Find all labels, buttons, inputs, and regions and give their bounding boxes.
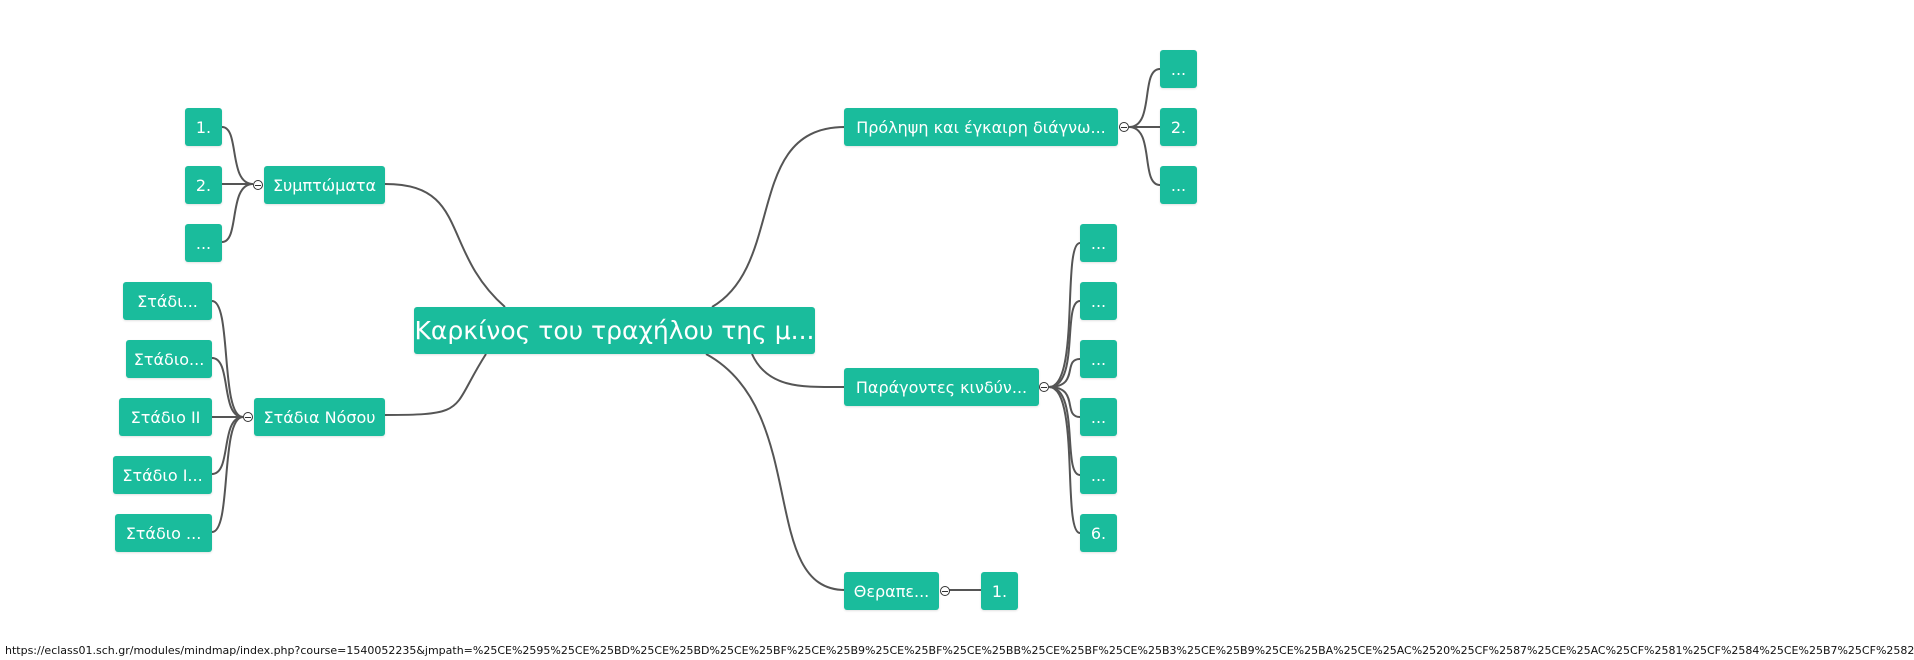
link-risk-1 <box>1048 242 1081 388</box>
branch-prevention-label: Πρόληψη και έγκαιρη διάγνω... <box>856 117 1106 137</box>
risk-child-2-label: ... <box>1090 291 1107 311</box>
stages-child-2[interactable]: Στάδιο... <box>126 340 212 378</box>
branch-therapy[interactable]: Θεραπε... <box>844 572 939 610</box>
branch-therapy-label: Θεραπε... <box>853 581 930 601</box>
branch-stages[interactable]: Στάδια Νόσου <box>254 398 385 436</box>
prevention-child-1[interactable]: ... <box>1160 50 1197 88</box>
link-risk-3 <box>1048 358 1081 388</box>
stages-child-3-label: Στάδιο ΙΙ <box>130 407 201 427</box>
collapse-toggle-symptoms[interactable] <box>253 180 263 190</box>
stages-child-4[interactable]: Στάδιο Ι... <box>113 456 212 494</box>
link-prev-1 <box>1128 68 1161 128</box>
status-bar-url: https://eclass01.sch.gr/modules/mindmap/… <box>0 642 1914 660</box>
risk-child-1-label: ... <box>1090 233 1107 253</box>
symptoms-child-3[interactable]: ... <box>185 224 222 262</box>
risk-child-4[interactable]: ... <box>1080 398 1117 436</box>
branch-symptoms-label: Συμπτώματα <box>272 175 377 195</box>
link-symp-1 <box>221 126 254 185</box>
risk-child-4-label: ... <box>1090 407 1107 427</box>
link-risk-2 <box>1048 300 1081 388</box>
link-risk-6 <box>1048 386 1081 534</box>
risk-child-6-label: 6. <box>1090 523 1107 543</box>
risk-child-3-label: ... <box>1090 349 1107 369</box>
link-root-symptoms <box>384 183 506 308</box>
link-root-prevention <box>711 126 846 308</box>
therapy-child-1[interactable]: 1. <box>981 572 1018 610</box>
prevention-child-2-label: 2. <box>1170 117 1187 137</box>
root-node[interactable]: Καρκίνος του τραχήλου της μ... <box>414 307 815 354</box>
stages-child-1[interactable]: Στάδι... <box>123 282 212 320</box>
branch-risk-factors-label: Παράγοντες κινδύν... <box>855 377 1028 397</box>
symptoms-child-1-label: 1. <box>195 117 212 137</box>
branch-symptoms[interactable]: Συμπτώματα <box>264 166 385 204</box>
stages-child-3[interactable]: Στάδιο ΙΙ <box>119 398 212 436</box>
link-symp-3 <box>221 183 254 243</box>
stages-child-1-label: Στάδι... <box>137 291 198 311</box>
branch-stages-label: Στάδια Νόσου <box>263 407 376 427</box>
connector-lines <box>211 68 1161 591</box>
symptoms-child-1[interactable]: 1. <box>185 108 222 146</box>
prevention-child-1-label: ... <box>1170 59 1187 79</box>
link-risk-5 <box>1048 386 1081 476</box>
collapse-toggle-risk-factors[interactable] <box>1039 382 1049 392</box>
link-root-risk <box>751 353 846 389</box>
prevention-child-3[interactable]: ... <box>1160 166 1197 204</box>
risk-child-5[interactable]: ... <box>1080 456 1117 494</box>
stages-child-5[interactable]: Στάδιο ... <box>115 514 212 552</box>
branch-prevention[interactable]: Πρόληψη και έγκαιρη διάγνω... <box>844 108 1118 146</box>
link-stage-4 <box>211 416 244 475</box>
link-risk-4 <box>1048 386 1081 418</box>
stages-child-5-label: Στάδιο ... <box>125 523 202 543</box>
link-stage-1 <box>211 300 244 418</box>
prevention-child-2[interactable]: 2. <box>1160 108 1197 146</box>
risk-child-6[interactable]: 6. <box>1080 514 1117 552</box>
symptoms-child-2-label: 2. <box>195 175 212 195</box>
risk-child-2[interactable]: ... <box>1080 282 1117 320</box>
risk-child-5-label: ... <box>1090 465 1107 485</box>
risk-child-1[interactable]: ... <box>1080 224 1117 262</box>
link-root-therapy <box>705 353 846 591</box>
risk-child-3[interactable]: ... <box>1080 340 1117 378</box>
link-root-stages <box>384 353 487 416</box>
link-stage-2 <box>211 357 244 418</box>
prevention-child-3-label: ... <box>1170 175 1187 195</box>
branch-risk-factors[interactable]: Παράγοντες κινδύν... <box>844 368 1039 406</box>
symptoms-child-2[interactable]: 2. <box>185 166 222 204</box>
stages-child-2-label: Στάδιο... <box>133 349 205 369</box>
therapy-child-1-label: 1. <box>991 581 1008 601</box>
collapse-toggle-therapy[interactable] <box>940 586 950 596</box>
symptoms-child-3-label: ... <box>195 233 212 253</box>
link-prev-3 <box>1128 126 1161 186</box>
root-node-label: Καρκίνος του τραχήλου της μ... <box>414 316 815 345</box>
stages-child-4-label: Στάδιο Ι... <box>122 465 203 485</box>
collapse-toggle-stages[interactable] <box>243 412 253 422</box>
collapse-toggle-prevention[interactable] <box>1119 122 1129 132</box>
link-stage-5 <box>211 416 244 533</box>
